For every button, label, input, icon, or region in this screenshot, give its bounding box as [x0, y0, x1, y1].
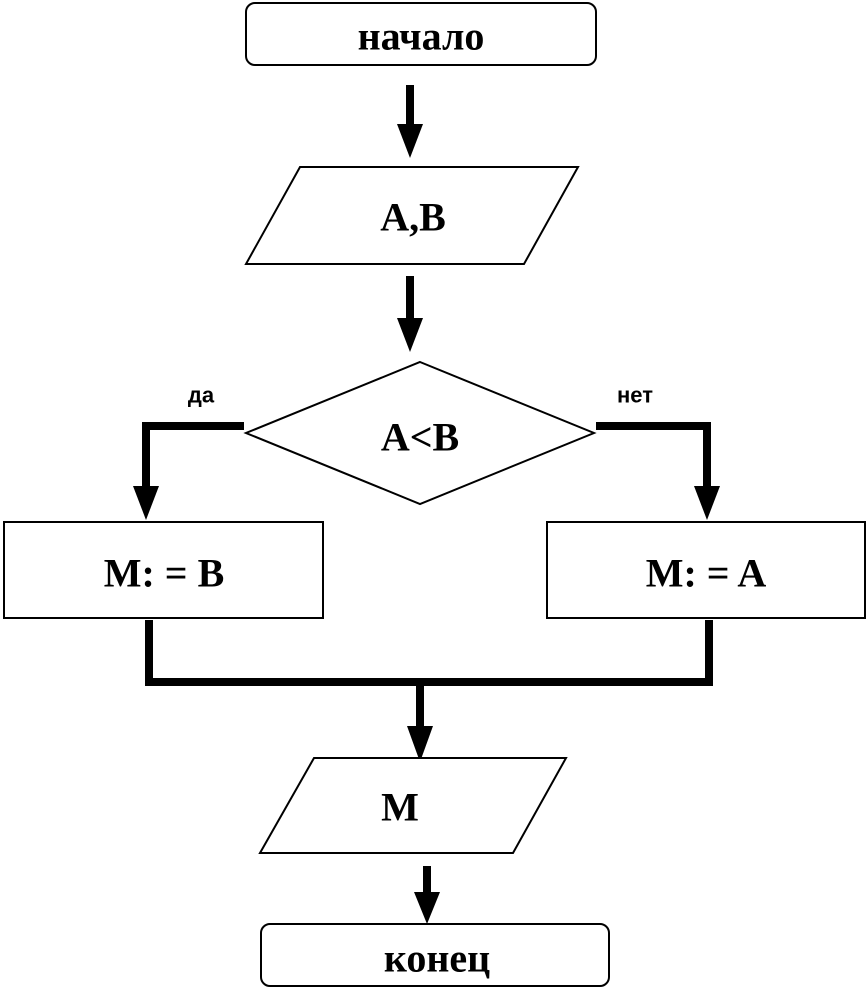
arrow-input-to-decision	[397, 276, 423, 352]
assign-a-node: M: = A	[546, 521, 866, 619]
end-label: конец	[384, 936, 490, 981]
start-node: начало	[245, 2, 597, 66]
input-node: A,B	[244, 166, 580, 265]
output-label: M	[381, 785, 419, 830]
merge-connector	[145, 620, 713, 762]
decision-node: A<B	[243, 360, 597, 506]
output-node: M	[258, 757, 568, 854]
input-label: A,B	[380, 195, 446, 240]
no-branch-connector	[596, 422, 720, 520]
assign-b-label: M: = B	[104, 551, 225, 596]
decision-label: A<B	[381, 415, 459, 460]
assign-b-node: M: = B	[3, 521, 324, 619]
arrow-output-to-end	[414, 866, 440, 924]
yes-branch-connector	[133, 422, 244, 520]
assign-a-label: M: = A	[646, 551, 767, 596]
arrow-start-to-input	[397, 85, 423, 158]
start-label: начало	[358, 14, 485, 59]
yes-branch-label: да	[188, 383, 215, 408]
end-node: конец	[260, 923, 610, 987]
no-branch-label: нет	[617, 383, 653, 408]
